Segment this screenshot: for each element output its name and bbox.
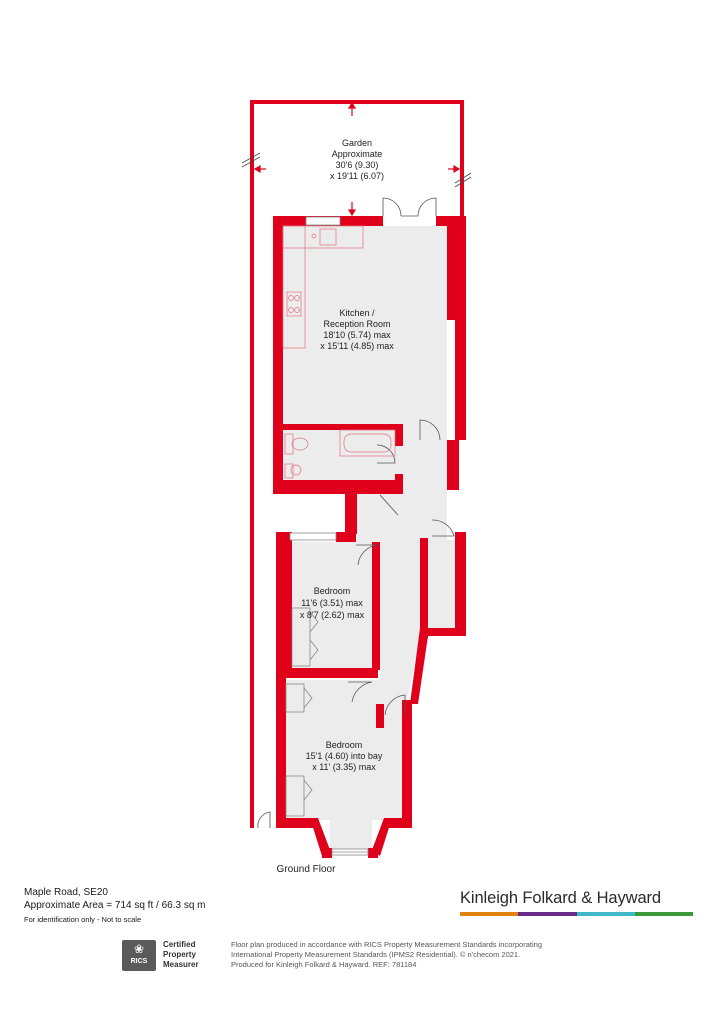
brand-bar-green	[634, 912, 693, 916]
kitchen-units	[282, 225, 364, 349]
svg-text:x 8'7 (2.62) max: x 8'7 (2.62) max	[300, 610, 365, 620]
svg-text:x 19'11 (6.07): x 19'11 (6.07)	[330, 171, 384, 181]
scale-note: For identification only - Not to scale	[24, 915, 142, 924]
property-info: Maple Road, SE20 Approximate Area = 714 …	[24, 886, 206, 926]
svg-text:Garden: Garden	[342, 138, 372, 148]
rics-cert-text: Certified Property Measurer	[163, 940, 199, 969]
brand-color-bars	[460, 912, 693, 916]
svg-text:x 15'11 (4.85) max: x 15'11 (4.85) max	[320, 341, 394, 351]
svg-text:Reception Room: Reception Room	[323, 319, 390, 329]
room-label-bedroom-2: Bedroom 15'1 (4.60) into bay x 11' (3.35…	[306, 740, 383, 772]
wardrobes	[285, 607, 319, 817]
approximate-area: Approximate Area = 714 sq ft / 66.3 sq m	[24, 900, 206, 911]
rics-emblem-icon: ❀	[133, 942, 145, 956]
garden-boundary	[250, 100, 464, 828]
room-label-garden: Garden Approximate 30'6 (9.30) x 19'11 (…	[330, 138, 384, 181]
brand-bar-cyan	[576, 912, 635, 916]
svg-text:15'1 (4.60) into bay: 15'1 (4.60) into bay	[306, 751, 383, 761]
garden-dimension-arrows	[253, 101, 461, 217]
brand-bar-orange	[460, 912, 519, 916]
address: Maple Road, SE20	[24, 887, 108, 898]
room-label-kitchen: Kitchen / Reception Room 18'10 (5.74) ma…	[320, 308, 394, 351]
break-marks	[241, 152, 472, 188]
floor-label: Ground Floor	[277, 864, 337, 875]
walls	[273, 216, 466, 858]
brand-bar-purple	[518, 912, 577, 916]
svg-text:Kitchen /: Kitchen /	[339, 308, 375, 318]
bathroom-fixtures	[284, 429, 396, 479]
disclaimer: Floor plan produced in accordance with R…	[231, 940, 542, 969]
svg-text:Bedroom: Bedroom	[326, 740, 363, 750]
svg-text:11'6 (3.51) max: 11'6 (3.51) max	[301, 598, 363, 608]
agent-brand: Kinleigh Folkard & Hayward	[460, 889, 693, 916]
svg-text:18'10 (5.74) max: 18'10 (5.74) max	[323, 330, 391, 340]
rics-certification: ❀ RICS Certified Property Measurer	[122, 940, 227, 971]
svg-text:x 11' (3.35) max: x 11' (3.35) max	[312, 762, 376, 772]
rics-logo: ❀ RICS	[122, 940, 156, 971]
windows	[289, 216, 369, 856]
svg-text:Approximate: Approximate	[332, 149, 383, 159]
floor-plan: Garden Approximate 30'6 (9.30) x 19'11 (…	[241, 100, 472, 875]
agent-logo-text: Kinleigh Folkard & Hayward	[460, 889, 661, 907]
floor-area	[283, 226, 456, 850]
room-label-bedroom-1: Bedroom 11'6 (3.51) max x 8'7 (2.62) max	[300, 586, 365, 620]
doors	[257, 197, 455, 829]
svg-text:Bedroom: Bedroom	[314, 586, 351, 596]
svg-text:30'6 (9.30): 30'6 (9.30)	[336, 160, 379, 170]
